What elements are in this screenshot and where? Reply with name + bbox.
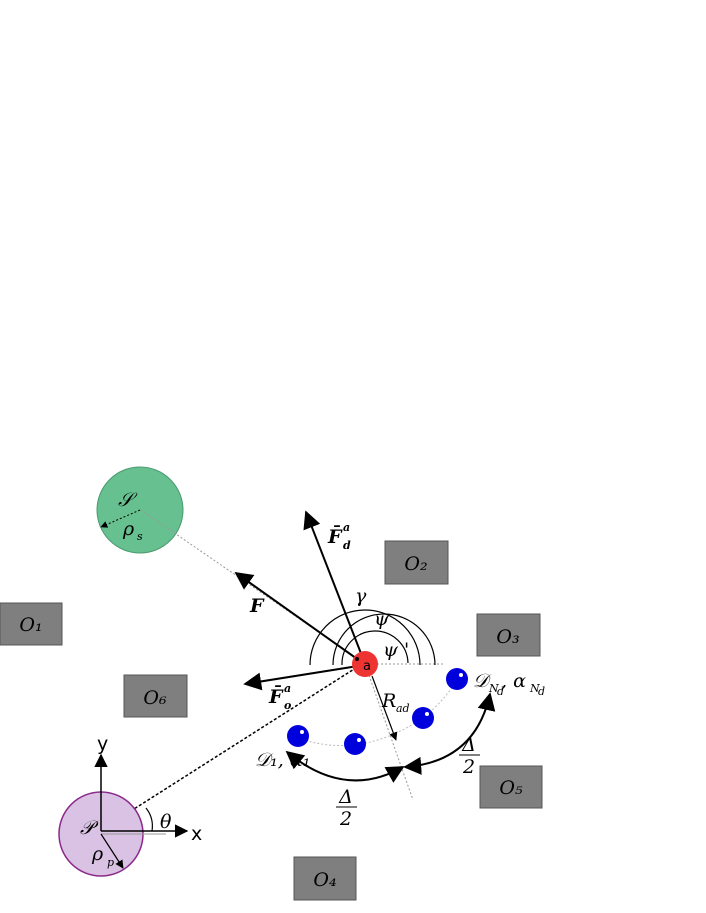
destination-3 bbox=[412, 707, 434, 729]
target-to-agent-line bbox=[100, 663, 363, 831]
force-f-label: F bbox=[249, 595, 265, 617]
x-axis-label: x bbox=[191, 823, 202, 845]
obstacle-o1: O₁ bbox=[0, 602, 63, 646]
source-radius-label: ρ bbox=[122, 518, 135, 540]
destination-last-main: 𝒟 bbox=[473, 670, 492, 692]
force-fo-sub: o bbox=[284, 699, 291, 712]
destination-last-label: 𝒟 N d , α N d bbox=[473, 670, 545, 698]
destination-last-subsub: d bbox=[497, 685, 504, 698]
obstacle-label: O₅ bbox=[499, 777, 523, 799]
destination-4 bbox=[446, 668, 468, 690]
psi-prime-label: ψ ' bbox=[383, 639, 409, 661]
destination-1 bbox=[287, 725, 309, 747]
obstacle-label: O₁ bbox=[19, 614, 42, 636]
force-fo: F̄ a o bbox=[243, 665, 359, 712]
obstacle-o4: O₄ bbox=[293, 856, 357, 901]
destination-last-alpha-sub: N bbox=[529, 682, 540, 695]
obstacle-o6: O₆ bbox=[123, 674, 188, 718]
obstacle-label: O₃ bbox=[496, 626, 519, 648]
source-to-agent-line bbox=[140, 509, 366, 665]
force-fo-sup: a bbox=[284, 682, 291, 695]
radius-line bbox=[364, 663, 414, 801]
force-fd-sub: d bbox=[343, 539, 351, 552]
obstacle-o5: O₅ bbox=[479, 765, 543, 809]
radius-label: R bbox=[381, 690, 396, 712]
obstacle-o2: O₂ bbox=[384, 540, 449, 585]
destination-last-alpha: , α bbox=[501, 670, 526, 692]
destination-2 bbox=[344, 733, 366, 755]
delta-num-right: Δ bbox=[461, 734, 476, 756]
source-node: 𝒮 ρ s bbox=[96, 466, 184, 554]
source-radius-sub: s bbox=[137, 530, 143, 543]
theta-label: θ bbox=[160, 811, 172, 833]
force-fd-sup: a bbox=[343, 521, 350, 534]
force-f: F bbox=[234, 571, 361, 662]
obstacle-label: O₂ bbox=[404, 553, 427, 575]
agent-label: a bbox=[363, 659, 371, 674]
delta-den-right: 2 bbox=[462, 756, 475, 778]
obstacle-label: O₄ bbox=[313, 869, 336, 891]
force-fd-label: F̄ bbox=[327, 526, 343, 548]
delta-arc-bottom: Δ 2 bbox=[285, 750, 405, 830]
delta-arc-right: Δ 2 bbox=[403, 692, 496, 778]
target-radius-label: ρ bbox=[91, 843, 104, 865]
force-fd: F̄ a d bbox=[303, 510, 363, 657]
delta-den-bottom: 2 bbox=[339, 808, 352, 830]
delta-num-bottom: Δ bbox=[338, 786, 353, 808]
target-node: 𝒫 ρ p bbox=[58, 791, 166, 877]
radius-annotation: R ad bbox=[371, 675, 410, 741]
radius-sub: ad bbox=[396, 702, 410, 715]
obstacle-o3: O₃ bbox=[476, 613, 541, 657]
psi-label: ψ bbox=[374, 608, 390, 630]
gamma-label: 𝛾 bbox=[355, 585, 367, 607]
destination-nodes bbox=[287, 668, 468, 755]
angle-arcs: 𝛾 ψ ψ ' bbox=[309, 585, 436, 666]
coordinate-axes: y x θ bbox=[94, 733, 202, 845]
destination-last-sub: N bbox=[488, 682, 499, 695]
obstacle-label: O₆ bbox=[143, 687, 167, 709]
target-radius-sub: p bbox=[107, 856, 114, 869]
destination-last-alpha-subsub: d bbox=[538, 685, 545, 698]
force-fo-label: F̄ bbox=[268, 686, 284, 708]
y-axis-label: y bbox=[97, 733, 108, 755]
destination-first-label: 𝒟₁, α₁ bbox=[255, 749, 310, 771]
agent-node: a bbox=[352, 651, 378, 677]
